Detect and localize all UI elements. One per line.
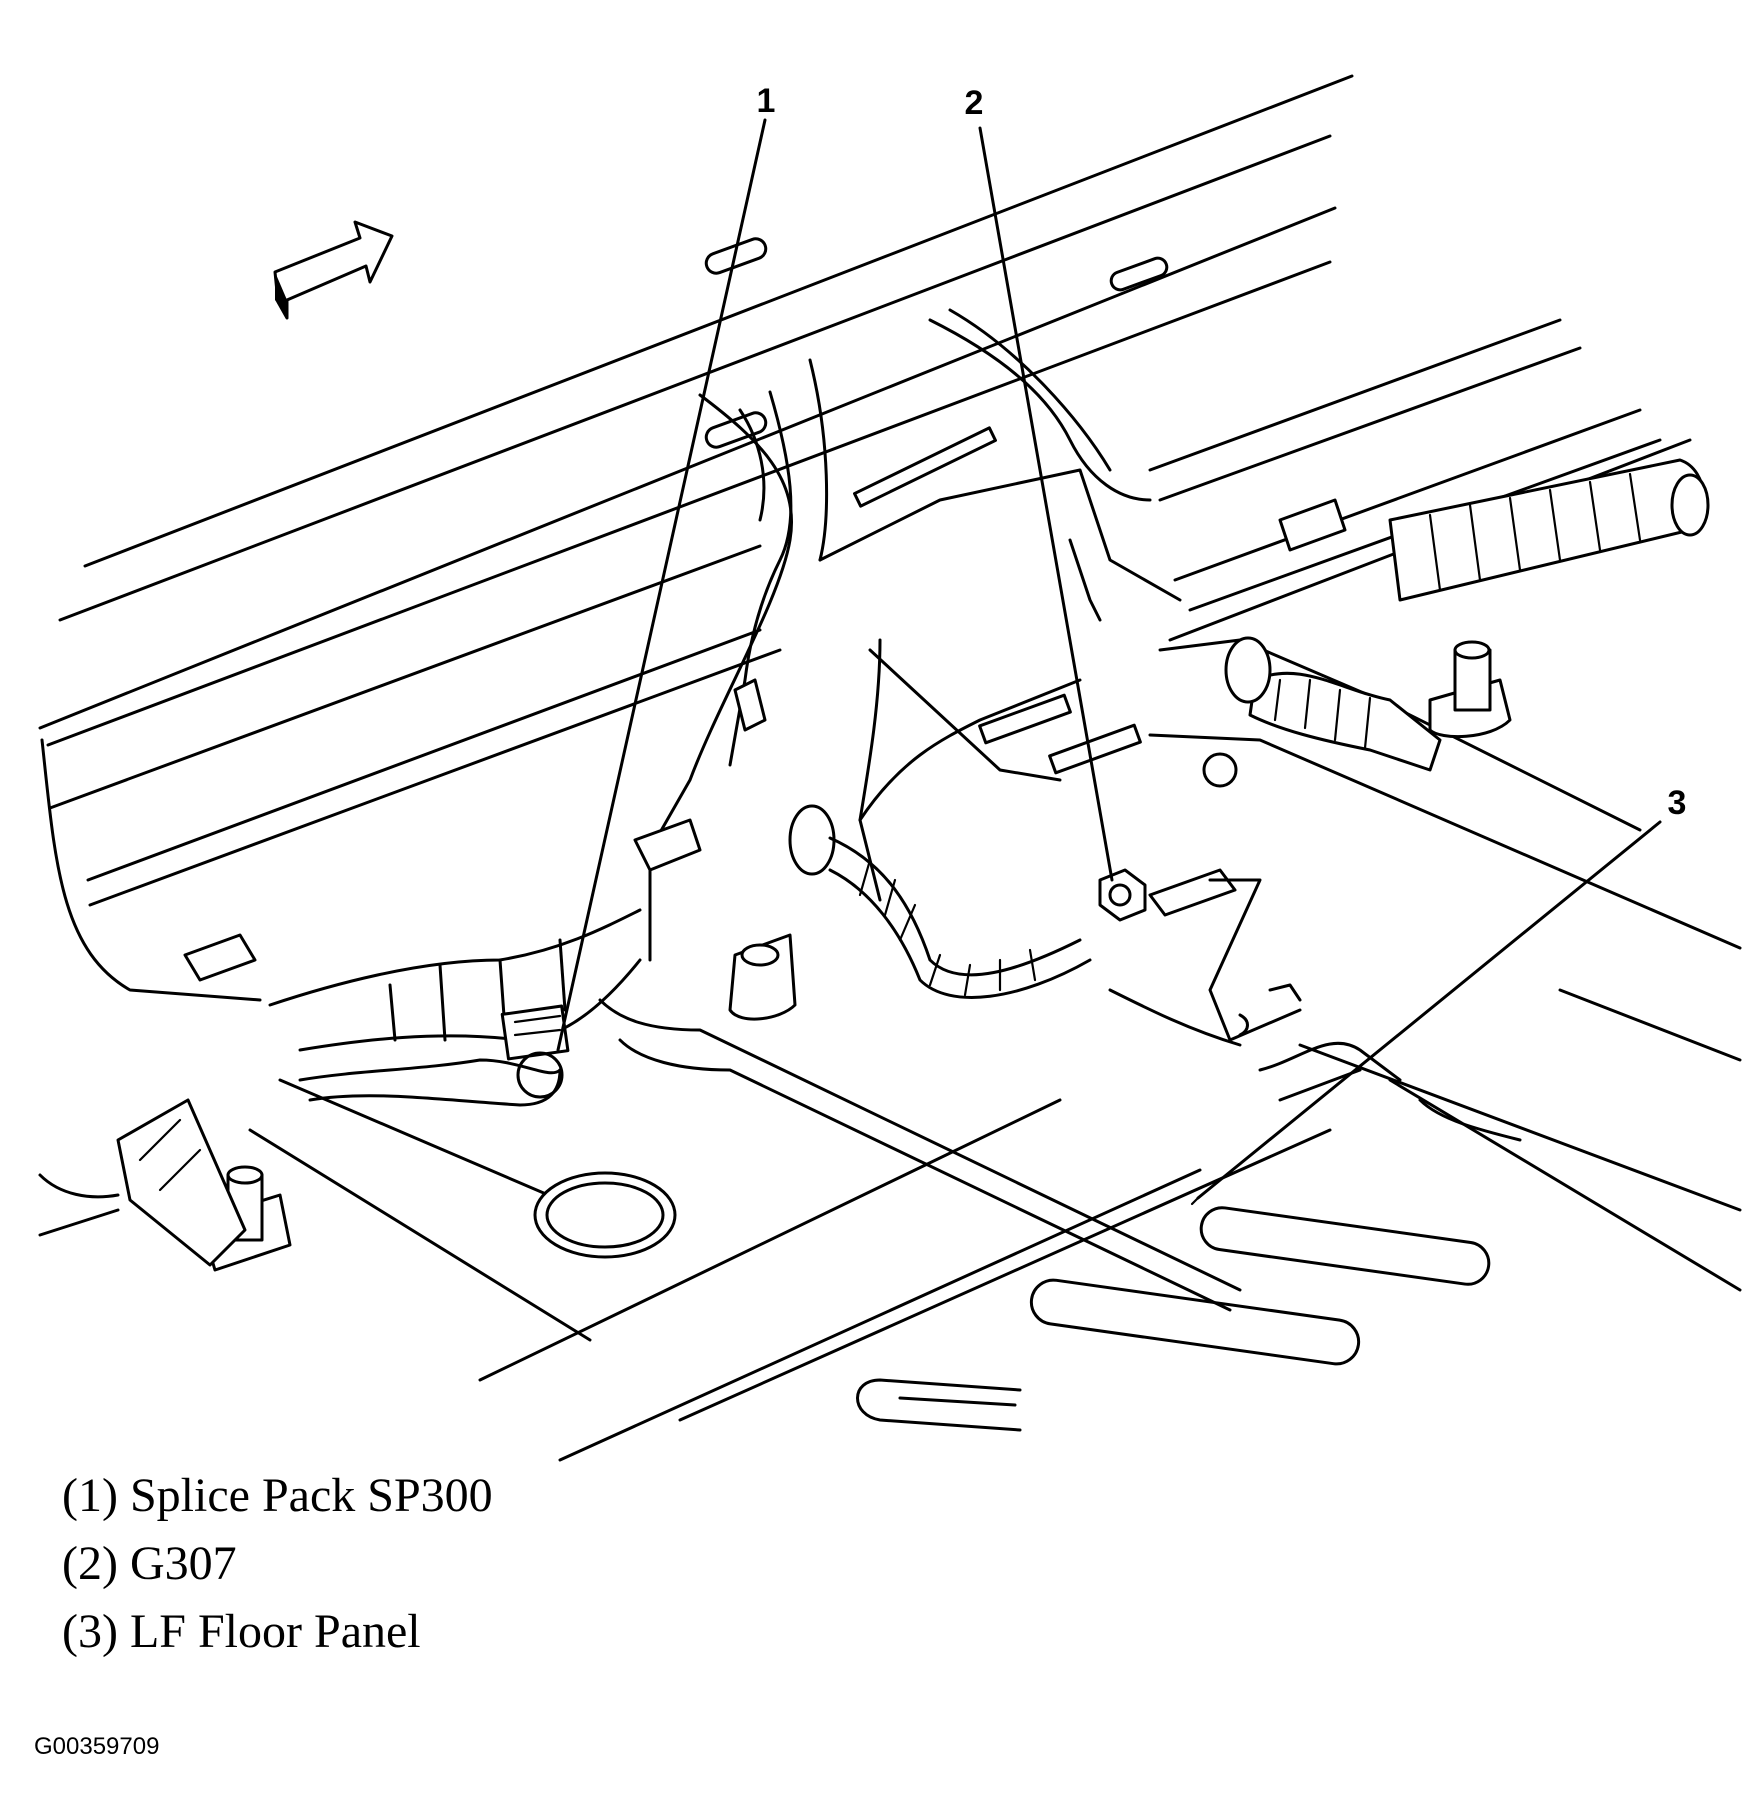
left-channel-trim <box>183 393 1347 982</box>
callout-1-leader <box>556 118 767 1052</box>
legend-item-3: (3) LF Floor Panel <box>62 1605 421 1658</box>
callout-1-number: 1 <box>757 82 776 120</box>
wire-harness-right <box>1224 458 1710 772</box>
forward-direction-arrow-icon <box>273 220 394 320</box>
legend-item-2: (2) G307 <box>62 1537 237 1590</box>
callout-3-leader <box>1196 820 1662 1200</box>
floor-panel <box>248 988 1742 1462</box>
callout-legend: (1) Splice Pack SP300 (2) G307 (3) LF Fl… <box>62 1462 493 1666</box>
cross-member-bracket <box>728 308 1238 902</box>
callout-2-leader <box>978 126 1114 882</box>
splice-pack-sp300 <box>500 1004 570 1099</box>
floor-panel-slots <box>856 1206 1491 1432</box>
ground-bolt-g307 <box>1098 868 1302 1042</box>
callout-leaders <box>556 118 1662 1206</box>
left-bracket <box>38 1098 247 1267</box>
ground-wire-g307 <box>788 804 1092 999</box>
callout-3-number: 3 <box>1668 784 1687 822</box>
callout-2-number: 2 <box>965 84 984 122</box>
figure-id: G00359709 <box>34 1733 160 1760</box>
legend-item-1: (1) Splice Pack SP300 <box>62 1469 493 1522</box>
wire-harness-left <box>268 908 642 1107</box>
rocker-panel <box>38 74 1354 1002</box>
